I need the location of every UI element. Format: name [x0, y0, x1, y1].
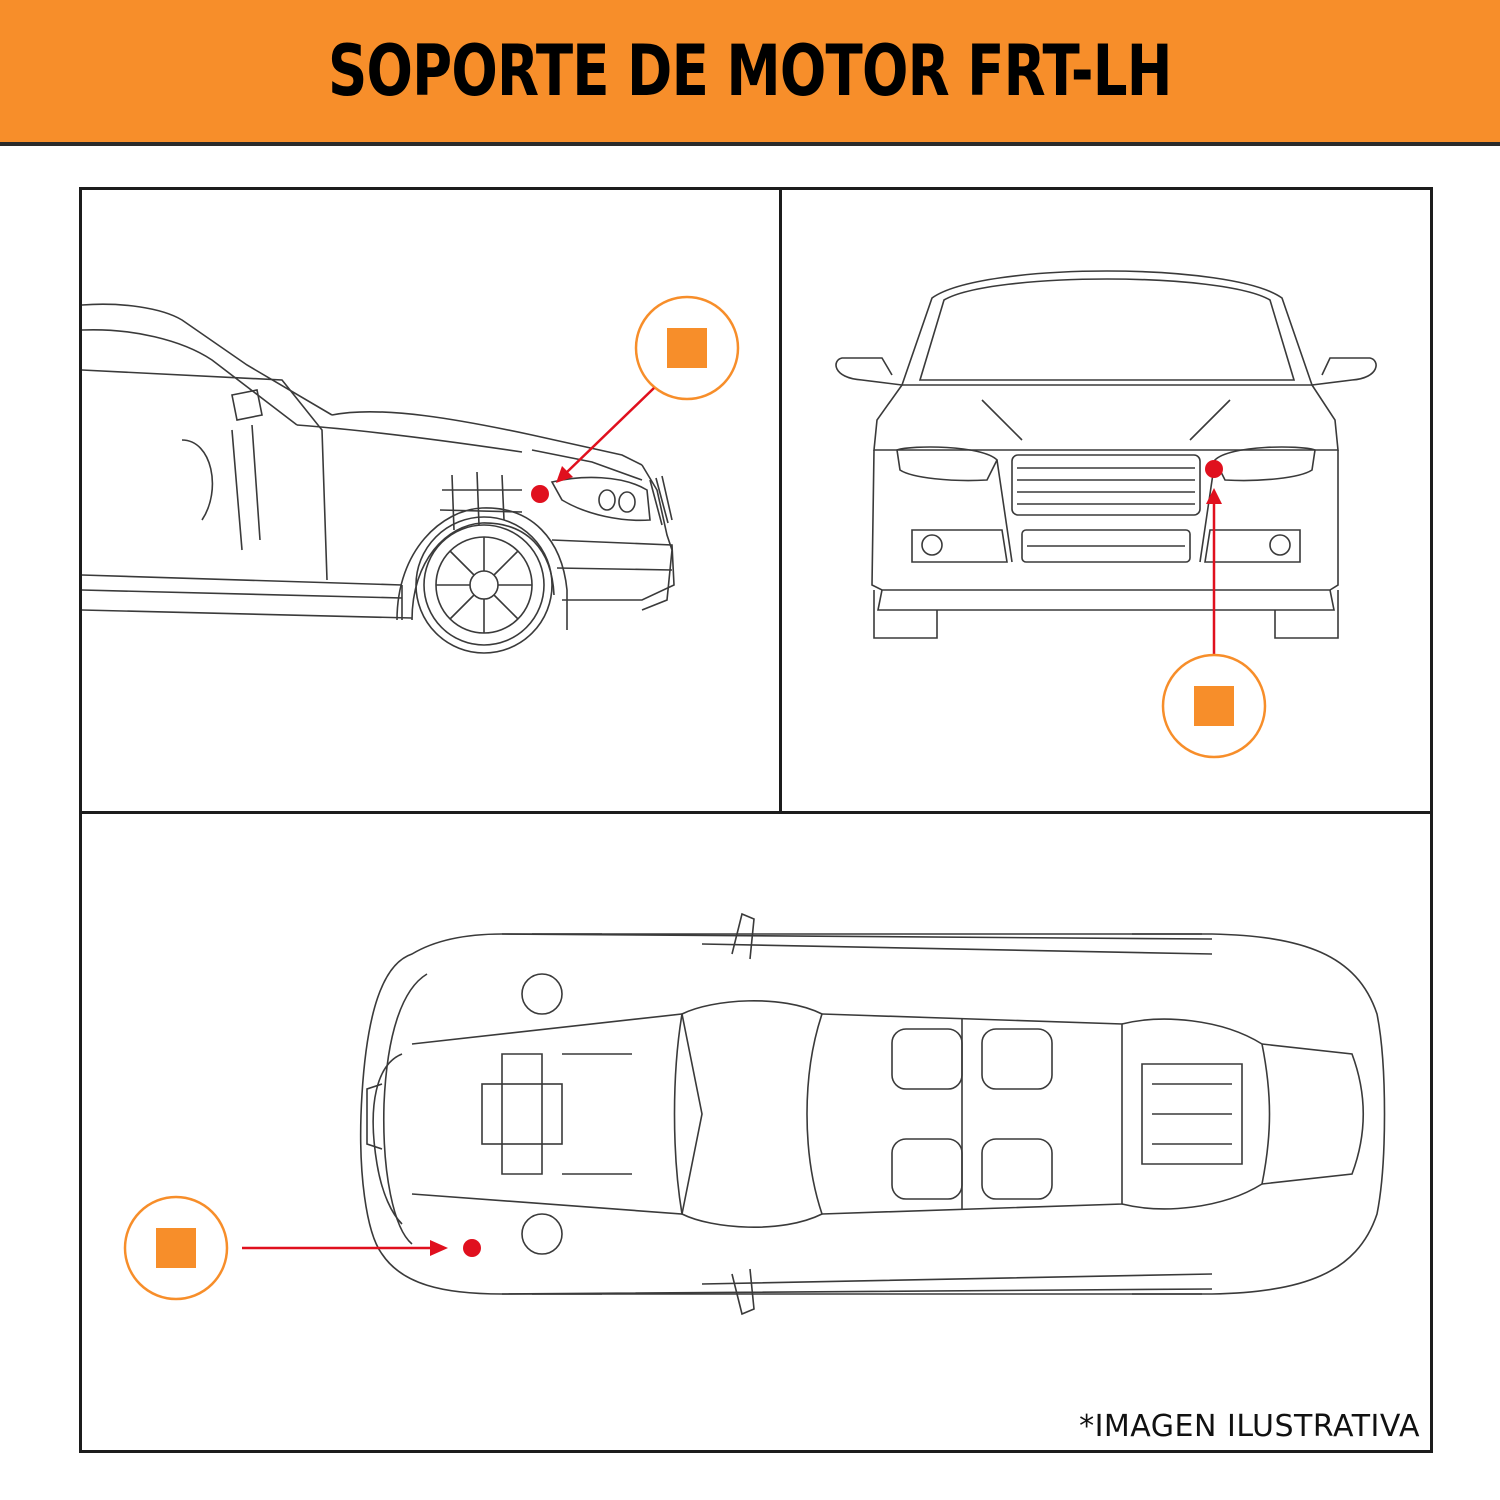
orange-square-icon — [1194, 686, 1234, 726]
orange-square-icon — [156, 1228, 196, 1268]
side-view-car-drawing — [82, 295, 740, 654]
top-car-outline — [359, 912, 1386, 1316]
side-location-point — [531, 485, 549, 503]
orange-square-icon — [667, 328, 707, 368]
front-view-panel — [782, 190, 1430, 811]
vertical-divider — [779, 187, 782, 813]
top-location-point — [463, 1239, 481, 1257]
front-location-point — [1205, 460, 1223, 478]
illustrative-image-note: *IMAGEN ILUSTRATIVA — [1079, 1409, 1420, 1444]
front-car-outline — [835, 270, 1377, 639]
side-arrow-head — [556, 466, 573, 483]
top-view-car-drawing — [123, 912, 1386, 1316]
top-view-panel — [82, 814, 1430, 1450]
top-view-callout — [123, 1195, 481, 1301]
front-view-callout — [1161, 460, 1267, 759]
side-view-panel — [82, 190, 779, 811]
top-arrow-head — [430, 1240, 448, 1256]
side-car-outline — [82, 303, 675, 630]
front-view-car-drawing — [835, 270, 1377, 759]
page-title: SOPORTE DE MOTOR FRT-LH — [328, 30, 1172, 112]
diagram-frame — [79, 187, 1433, 1453]
horizontal-divider — [79, 811, 1433, 814]
side-view-callout — [531, 295, 740, 503]
side-wheel — [415, 516, 553, 654]
front-arrow-head — [1206, 488, 1222, 504]
title-banner: SOPORTE DE MOTOR FRT-LH — [0, 0, 1500, 146]
side-arrow-line — [565, 387, 655, 474]
